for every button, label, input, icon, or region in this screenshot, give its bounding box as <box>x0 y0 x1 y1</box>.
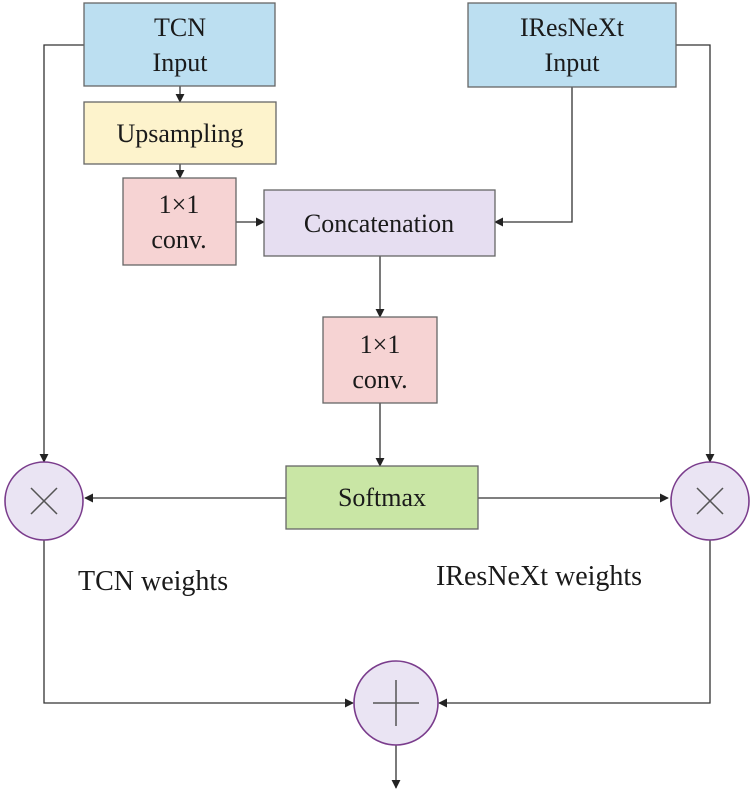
conv-a-line2: conv. <box>151 225 206 254</box>
multiply-icon <box>4 461 84 541</box>
iresnext-input-box: IResNeXt Input <box>467 2 677 88</box>
softmax-label: Softmax <box>338 483 426 512</box>
edge-tcn-to-multiply-left <box>39 44 84 463</box>
tcn-input-line1: TCN <box>154 13 206 42</box>
upsampling-label: Upsampling <box>116 119 243 148</box>
tcn-input-line2: Input <box>153 48 209 77</box>
edge-iresnext-to-concat <box>494 87 573 227</box>
conv-b-line2: conv. <box>352 365 407 394</box>
iresnext-weights-label: IResNeXt weights <box>436 561 642 592</box>
iresnext-input-line1: IResNeXt <box>520 13 625 42</box>
conv-b-line1: 1×1 <box>360 330 401 359</box>
softmax-box: Softmax <box>285 465 479 530</box>
concatenation-label: Concatenation <box>304 209 454 238</box>
conv-a-box: 1×1 conv. <box>122 177 237 266</box>
multiply-icon <box>670 461 750 541</box>
upsampling-box: Upsampling <box>83 101 277 165</box>
tcn-input-box: TCN Input <box>83 2 276 87</box>
edge-multiply-right-to-add <box>438 540 711 708</box>
tcn-weights-label: TCN weights <box>78 566 228 597</box>
edge-iresnext-to-multiply-right <box>676 44 715 463</box>
iresnext-input-line2: Input <box>545 48 601 77</box>
conv-b-box: 1×1 conv. <box>322 316 438 404</box>
conv-a-line1: 1×1 <box>159 190 200 219</box>
concatenation-box: Concatenation <box>263 189 496 257</box>
connectors <box>39 44 715 789</box>
edge-multiply-left-to-add <box>43 540 354 708</box>
plus-icon <box>353 660 439 746</box>
